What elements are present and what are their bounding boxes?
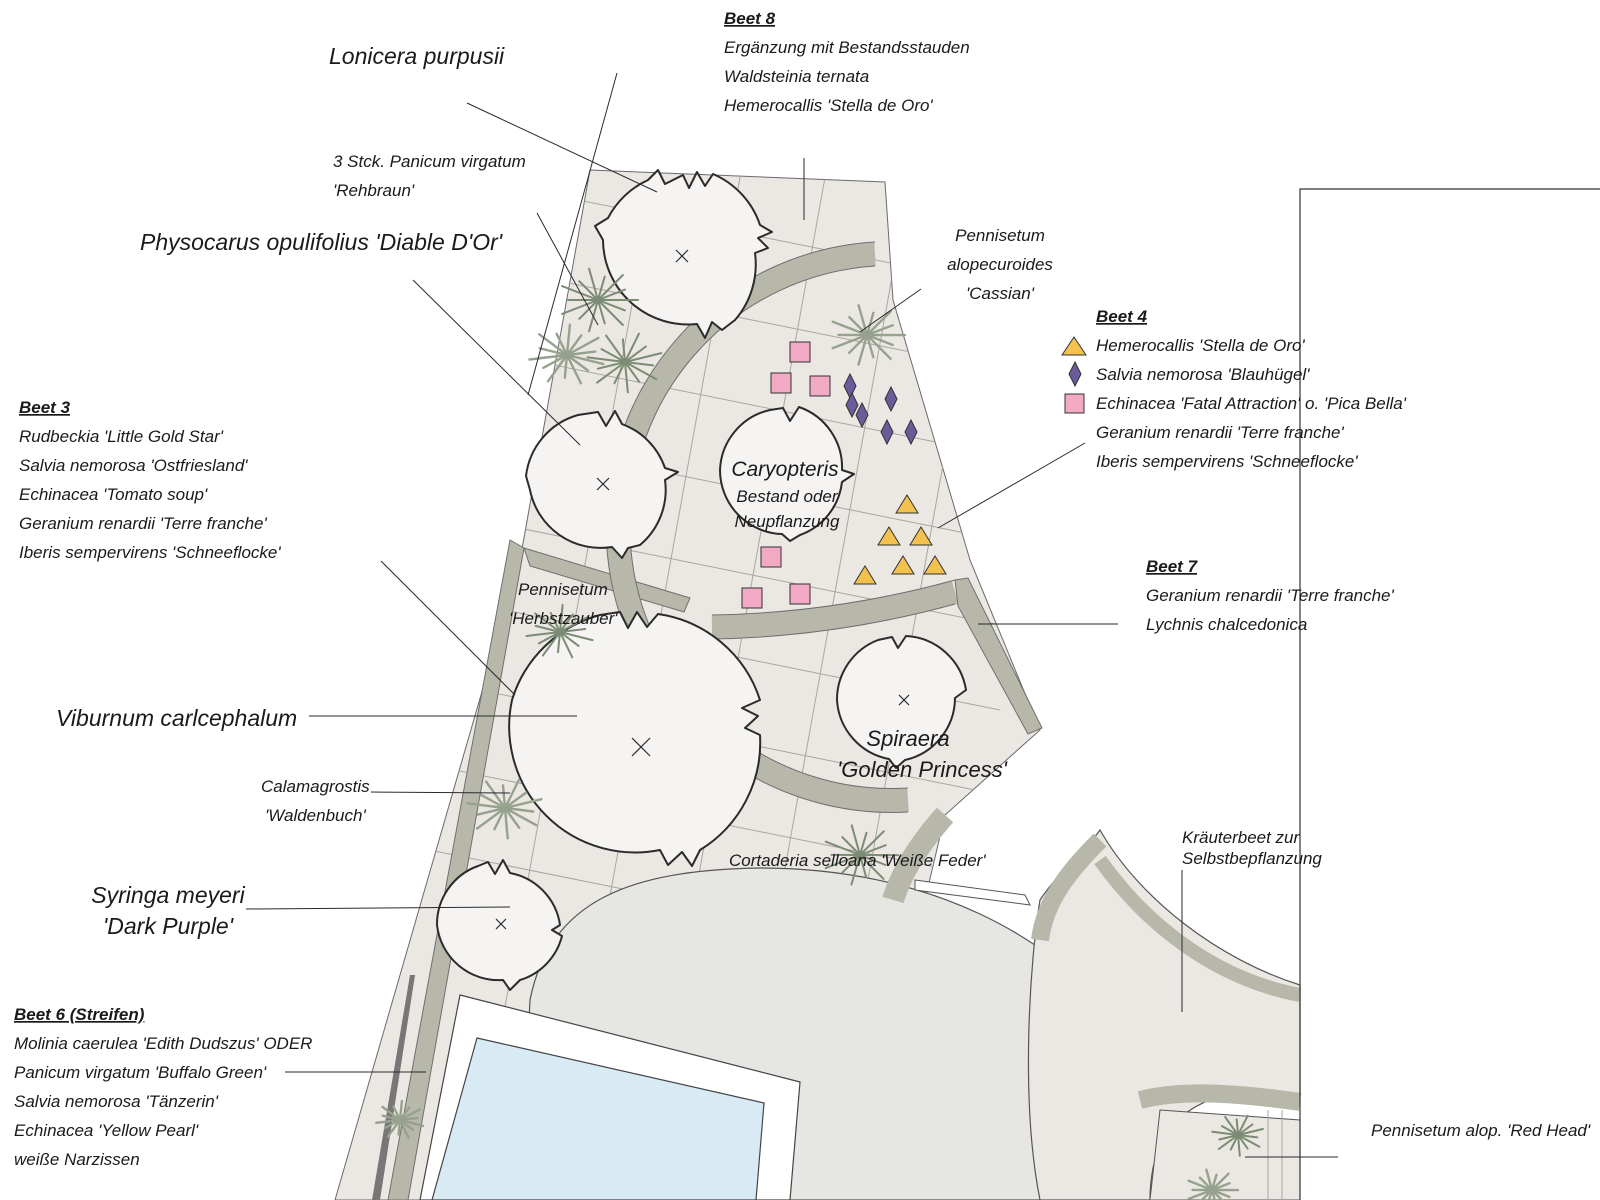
shrub-syringa [435,859,563,991]
grass-icon [824,824,899,886]
echinacea-square-icon [770,372,792,394]
label-spiraea-2: 'Golden Princess' [837,757,1008,782]
beet4-item: Echinacea 'Fatal Attraction' o. 'Pica Be… [1096,394,1407,413]
shrub-spiraea [835,635,967,769]
legend-triangle-icon [1061,336,1087,356]
legend-square-icon [1064,393,1085,414]
shrub-caryopteris [719,406,855,542]
legend-diamond-icon [1068,360,1082,388]
label-caryopteris-1: Caryopteris [731,458,839,481]
beet3-item: Iberis sempervirens 'Schneeflocke' [19,543,281,562]
label-cortaderia: Cortaderia selloana 'Weiße Feder' [729,851,986,870]
bed-lists: Beet 8 Ergänzung mit Bestandsstauden Wal… [14,9,1407,1169]
hemerocallis-triangle-icon [895,494,919,514]
beet6-item: Salvia nemorosa 'Tänzerin' [14,1092,219,1111]
beet6-item: Echinacea 'Yellow Pearl' [14,1121,199,1140]
beet8-item: Waldsteinia ternata [724,67,869,86]
label-cassian-2: alopecuroides [947,255,1053,274]
echinacea-square-icon [789,583,811,605]
label-kraeuter-2: Selbstbepflanzung [1182,849,1322,868]
herb-bed [1027,828,1302,1200]
beet6-item: Panicum virgatum 'Buffalo Green' [14,1063,267,1082]
beet3-item: Geranium renardii 'Terre franche' [19,514,268,533]
label-panicum-1: 3 Stck. Panicum virgatum [333,152,526,171]
hemerocallis-triangle-icon [923,555,947,575]
beet6-title: Beet 6 (Streifen) [14,1005,145,1024]
salvia-diamond-icon [845,391,859,419]
label-syringa-2: 'Dark Purple' [103,913,235,939]
salvia-diamond-icon [880,418,894,446]
grass-icon [586,332,663,394]
hemerocallis-triangle-icon [891,555,915,575]
beet8-item: Ergänzung mit Bestandsstauden [724,38,970,57]
pool [419,994,801,1200]
label-physocarpus: Physocarus opulifolius 'Diable D'Or' [140,229,504,255]
label-viburnum: Viburnum carlcephalum [56,705,297,731]
beet4-title: Beet 4 [1096,307,1148,326]
label-red-head: Pennisetum alop. 'Red Head' [1371,1121,1591,1140]
salvia-diamond-icon [904,418,918,446]
label-caryopteris-2: Bestand oder [736,487,838,506]
grass-symbols [375,267,1264,1200]
beet7-item: Lychnis chalcedonica [1146,615,1307,634]
label-caryopteris-3: Neupflanzung [735,512,840,531]
beet4-item: Iberis sempervirens 'Schneeflocke' [1096,452,1358,471]
label-calamagrostis-1: Calamagrostis [261,777,370,796]
label-cassian-3: 'Cassian' [966,284,1035,303]
beet8-title: Beet 8 [724,9,776,28]
label-herbstzauber-1: Pennisetum [518,580,608,599]
echinacea-square-icon [760,546,782,568]
grass-icon [1187,1168,1240,1200]
salvia-diamond-icon [855,401,869,429]
echinacea-square-icon [741,587,763,609]
grass-icon [525,603,594,659]
hemerocallis-triangle-icon [853,565,877,585]
shrub-physocarpus [525,410,679,559]
grass-icon [561,267,639,333]
beet3-title: Beet 3 [19,398,71,417]
beet8-item: Hemerocallis 'Stella de Oro' [724,96,933,115]
plant-labels: Lonicera purpusii 3 Stck. Panicum virgat… [56,43,1591,1140]
beet4-item: Geranium renardii 'Terre franche' [1096,423,1345,442]
grass-icon [528,323,605,385]
bed-strip [372,539,691,1200]
hemerocallis-triangle-icon [909,526,933,546]
grass-icon [466,778,543,840]
grass-icon [831,304,907,366]
salvia-diamond-icon [884,385,898,413]
grass-icon [1211,1114,1264,1157]
shrub-lonicera [594,169,773,339]
label-herbstzauber-2: 'Herbstzauber' [509,609,618,628]
beet6-item: Molinia caerulea 'Edith Dudszus' ODER [14,1034,312,1053]
beet3-item: Rudbeckia 'Little Gold Star' [19,427,224,446]
beet4-item: Hemerocallis 'Stella de Oro' [1096,336,1305,355]
echinacea-square-icon [809,375,831,397]
beet4-item: Salvia nemorosa 'Blauhügel' [1096,365,1310,384]
label-syringa-1: Syringa meyeri [91,882,245,908]
label-calamagrostis-2: 'Waldenbuch' [265,806,366,825]
beet7-title: Beet 7 [1146,557,1199,576]
grass-icon [375,1099,425,1140]
shrub-viburnum [508,611,762,867]
hemerocallis-triangle-icon [877,526,901,546]
beet7-item: Geranium renardii 'Terre franche' [1146,586,1395,605]
beet4-symbols [741,341,947,609]
label-spiraea-1: Spiraera [866,726,949,751]
property-boundary [1299,188,1600,1200]
beet6-item: weiße Narzissen [14,1150,140,1169]
label-kraeuter-1: Kräuterbeet zur [1182,828,1301,847]
leader-lines [245,72,1338,1158]
label-lonicera: Lonicera purpusii [329,43,505,69]
echinacea-square-icon [789,341,811,363]
beet3-item: Salvia nemorosa 'Ostfriesland' [19,456,248,475]
beet3-item: Echinacea 'Tomato soup' [19,485,208,504]
label-cassian-1: Pennisetum [955,226,1045,245]
label-panicum-2: 'Rehbraun' [333,181,415,200]
